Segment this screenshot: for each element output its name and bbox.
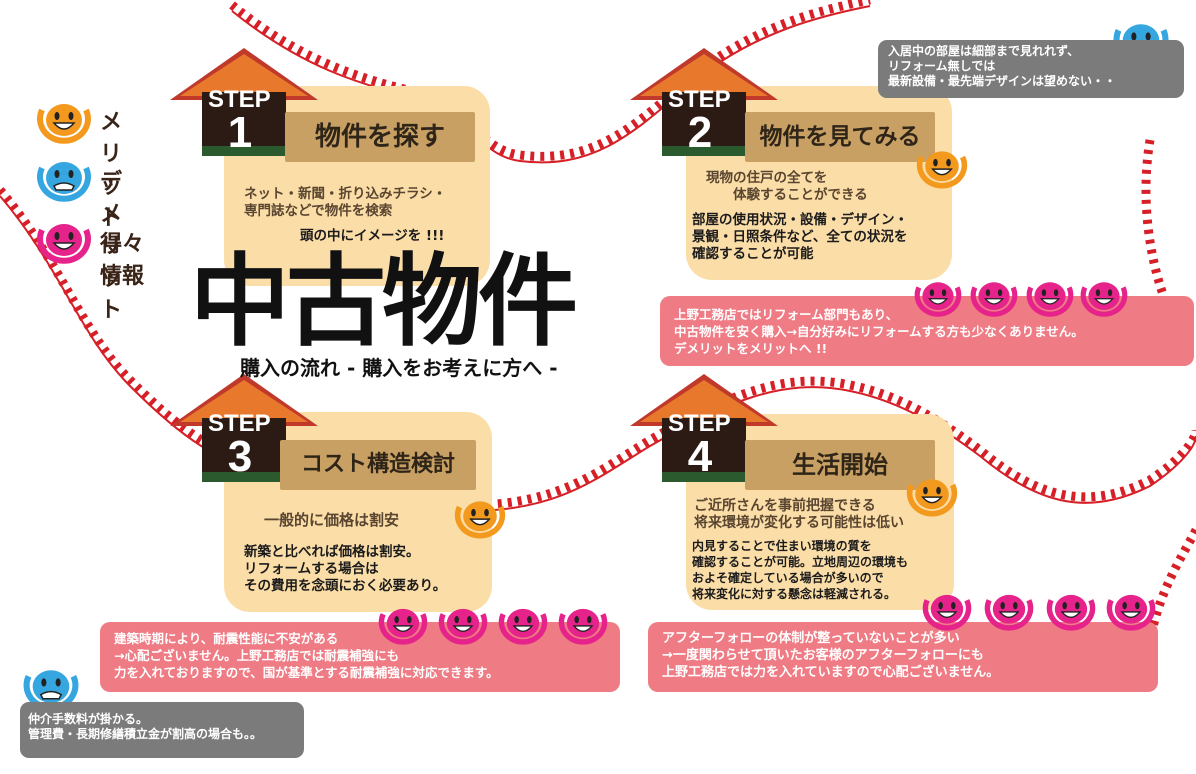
step-4-merit-face-icon [906, 479, 958, 517]
step-1-text2: 頭の中にイメージを !!! [300, 228, 445, 244]
step-3-text1: 一般的に価格は割安 [264, 511, 400, 529]
page-subtitle: 購入の流れ - 購入をお考えに方へ - [240, 356, 558, 380]
legend-label-demerit: デメリット [100, 170, 123, 323]
step-1-number: 1 [227, 108, 253, 157]
step-3-roof [170, 374, 318, 426]
info-face-icon [922, 594, 972, 631]
info-note-right: アフターフォローの体制が整っていないことが多い →一度関わらせて頂いたお客様のア… [648, 622, 1158, 692]
legend-label-info: 得々情報 [100, 232, 145, 289]
info-face-icon [378, 608, 428, 645]
step-1-text1: ネット・新聞・折り込みチラシ・ 専門誌などで物件を検索 [244, 186, 447, 219]
demerit-note-top: 入居中の部屋は細部まで見れれず、 リフォーム無しでは 最新設備・最先端デザインは… [878, 40, 1184, 98]
step-2-text2: 部屋の使用状況・設備・デザイン・ 景観・日照条件など、全ての状況を 確認すること… [692, 212, 908, 262]
info-face-icon [984, 594, 1034, 631]
step-4-title: 生活開始 [745, 440, 935, 490]
page-title: 中古物件 [190, 243, 578, 360]
step-4-wall [662, 418, 746, 482]
legend-label-merit: メリット [100, 110, 123, 231]
info-face-icon [558, 608, 608, 645]
step-2-wall [662, 92, 746, 156]
step-2-label: STEP [668, 86, 731, 113]
step-1-roof [170, 48, 318, 100]
step-3-merit-face-icon [454, 501, 506, 539]
info-face-icon [498, 608, 548, 645]
info-face-icon [1026, 282, 1074, 317]
info-faces-middle [912, 270, 1128, 320]
info-face-icon [438, 608, 488, 645]
step-2-text1: 現物の住戸の全てを 体験することができる [706, 170, 868, 203]
demerit-face-icon [37, 162, 91, 202]
step-3-number: 3 [227, 432, 253, 481]
step-4-number: 4 [687, 432, 713, 481]
info-face-icon [914, 282, 962, 317]
step-1-label: STEP [208, 86, 271, 113]
step-3-wall [202, 418, 286, 482]
demerit-note-bottom: 仲介手数料が掛かる。 管理費・長期修繕積立金が割高の場合も。。 [20, 702, 304, 758]
step-4-text1: ご近所さんを事前把握できる 将来環境が変化する可能性は低い [694, 498, 904, 531]
info-note-middle: 上野工務店ではリフォーム部門もあり、 中古物件を安く購入→自分好みにリフォームす… [660, 296, 1194, 366]
step-2-number: 2 [687, 108, 713, 157]
info-face-icon [1106, 594, 1156, 631]
step-4-text2: 内見することで住まい環境の質を 確認することが可能。立地周辺の環境も およそ確定… [692, 539, 909, 601]
step-3-title: コスト構造検討 [280, 440, 476, 490]
info-face-icon [970, 282, 1018, 317]
step-3-text2: 新築と比べれば価格は割安。 リフォームする場合は その費用を念頭におく必要あり。 [244, 544, 447, 594]
step-2-roof [630, 48, 778, 100]
step-1-title: 物件を探す [285, 112, 475, 162]
step-2-title: 物件を見てみる [745, 112, 935, 162]
info-faces-right [920, 582, 1160, 632]
info-face-icon [1046, 594, 1096, 631]
step-4-label: STEP [668, 410, 731, 437]
info-faces-left [376, 596, 616, 646]
info-face-icon [37, 224, 91, 264]
step-3-label: STEP [208, 410, 271, 437]
step-1-wall [202, 92, 286, 156]
step-4-roof [630, 374, 778, 426]
merit-face-icon [37, 104, 91, 144]
info-face-icon [1080, 282, 1128, 317]
step-2-merit-face-icon [916, 151, 968, 189]
